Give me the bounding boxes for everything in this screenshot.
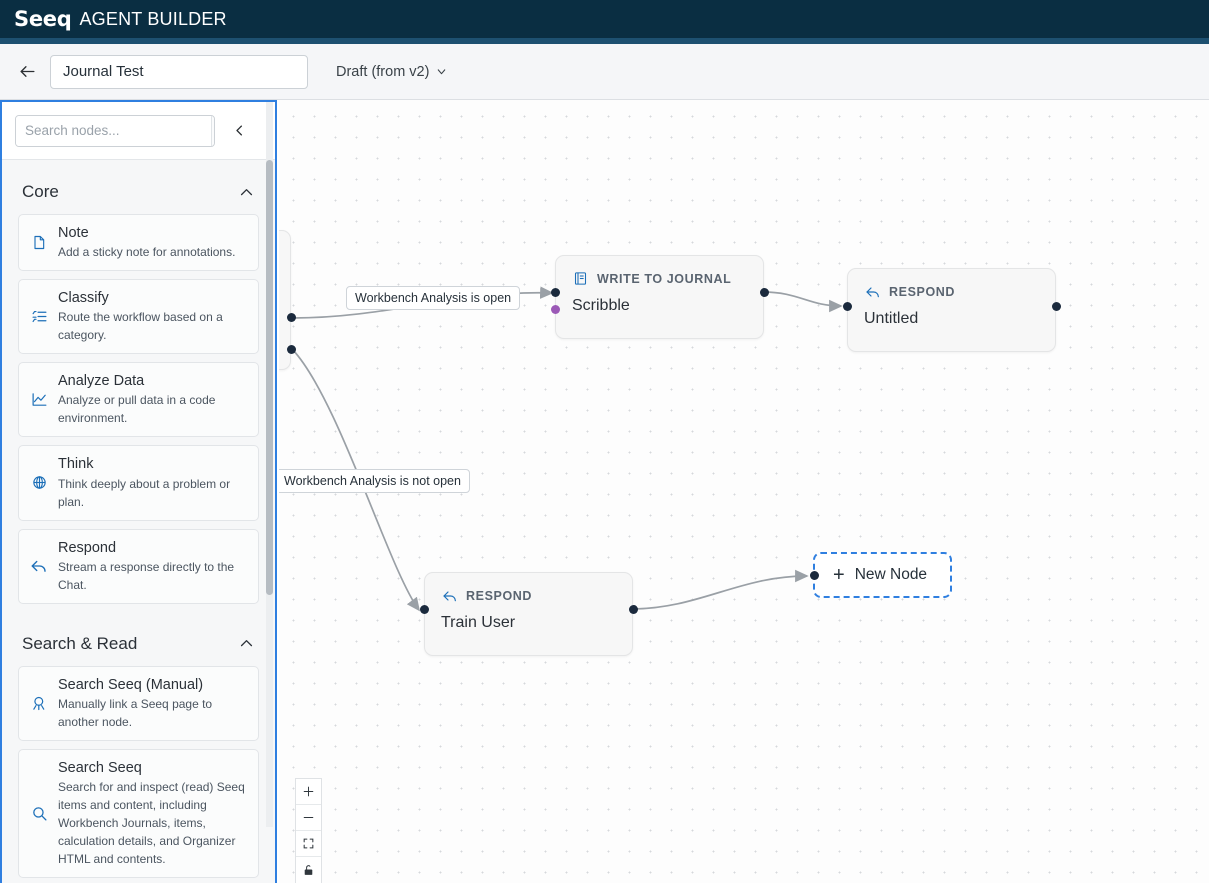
brain-globe-icon (29, 473, 49, 493)
journal-icon (572, 270, 589, 287)
palette-item-think[interactable]: Think Think deeply about a problem or pl… (18, 445, 259, 521)
port-respond-untitled-out[interactable] (1052, 302, 1061, 311)
chevron-up-icon[interactable] (238, 184, 255, 201)
node-header: WRITE TO JOURNAL (556, 256, 763, 287)
manual-link-icon (29, 693, 49, 713)
port-upstream-out-open[interactable] (287, 313, 296, 322)
palette-item-desc: Think deeply about a problem or plan. (58, 476, 231, 509)
palette-item-search-seeq-manual[interactable]: Search Seeq (Manual) Manually link a See… (18, 665, 259, 741)
edge-train-to-newnode (630, 569, 809, 610)
port-upstream-out-not-open[interactable] (287, 345, 296, 354)
port-write-journal-scribble[interactable] (551, 305, 560, 314)
flow-node-write-to-journal[interactable]: WRITE TO JOURNAL Scribble (555, 255, 764, 339)
new-node-placeholder[interactable]: + New Node (813, 552, 952, 598)
node-title-label: Train User (441, 614, 516, 631)
palette-item-desc: Route the workflow based on a category. (58, 310, 223, 343)
palette-item-analyze-data[interactable]: Analyze Data Analyze or pull data in a c… (18, 362, 259, 438)
plus-icon (303, 786, 314, 797)
app-title: AGENT BUILDER (79, 8, 227, 29)
palette-item-note[interactable]: Note Add a sticky note for annotations. (18, 214, 259, 272)
node-kind-label: RESPOND (466, 588, 533, 603)
palette-item-search-seeq[interactable]: Search Seeq Search for and inspect (read… (18, 748, 259, 878)
search-input[interactable] (16, 115, 211, 146)
palette-item-classify[interactable]: Classify Route the workflow based on a c… (18, 279, 259, 355)
search-field-wrapper (15, 114, 215, 147)
palette-scrollbar-thumb[interactable] (266, 160, 273, 595)
back-button[interactable] (10, 55, 44, 89)
brand-accent-strip (0, 38, 1209, 44)
palette-item-desc: Search for and inspect (read) Seeq items… (58, 779, 245, 866)
search-icon (29, 803, 49, 823)
plus-icon: + (833, 564, 845, 586)
fit-view-icon (303, 838, 314, 849)
node-title-label: Untitled (864, 310, 919, 327)
palette-item-title: Classify (58, 290, 109, 307)
palette-group-core[interactable]: Core (18, 160, 259, 214)
port-train-user-in[interactable] (420, 605, 429, 614)
palette-item-desc: Stream a response directly to the Chat. (58, 559, 235, 592)
zoom-out-button[interactable] (296, 805, 321, 831)
port-write-journal-in[interactable] (551, 288, 560, 297)
palette-item-title: Respond (58, 539, 117, 556)
port-respond-untitled-in[interactable] (843, 302, 852, 311)
search-button[interactable] (211, 115, 214, 146)
brand-bar: Seeq AGENT BUILDER (0, 0, 1209, 38)
lock-icon (304, 865, 313, 875)
reply-arrow-icon (29, 556, 49, 576)
chart-line-icon (29, 390, 49, 410)
edge-journal-to-respond (762, 291, 843, 313)
palette-search-row (2, 102, 275, 160)
palette-group-search-read[interactable]: Search & Read (18, 612, 259, 666)
palette-item-title: Search Seeq (58, 759, 142, 776)
node-title-label: Scribble (572, 297, 630, 314)
palette-item-respond[interactable]: Respond Stream a response directly to th… (18, 528, 259, 604)
toolbar: Draft (from v2) (0, 44, 1209, 100)
port-new-node-in[interactable] (810, 571, 819, 580)
minus-icon (303, 817, 314, 818)
edge-label-analysis-open[interactable]: Workbench Analysis is open (346, 286, 521, 310)
palette-item-desc: Manually link a Seeq page to another nod… (58, 696, 213, 729)
node-header: RESPOND (425, 573, 632, 604)
palette-scroll-area[interactable]: Core Note Add a sticky note for annotati… (2, 160, 275, 883)
arrow-left-icon (19, 66, 35, 77)
palette-item-title: Search Seeq (Manual) (58, 676, 204, 693)
list-ordered-icon (29, 307, 49, 327)
new-node-label: New Node (854, 566, 928, 583)
reply-arrow-icon (864, 283, 881, 300)
zoom-in-button[interactable] (296, 779, 321, 805)
version-dropdown[interactable]: Draft (from v2) (330, 60, 454, 84)
reply-arrow-icon (441, 587, 458, 604)
version-label: Draft (from v2) (336, 63, 430, 80)
flow-node-respond-train-user[interactable]: RESPOND Train User (424, 572, 633, 656)
canvas-zoom-controls (295, 778, 322, 883)
port-train-user-out[interactable] (629, 605, 638, 614)
group-title: Search & Read (22, 633, 138, 653)
flow-canvas[interactable]: WRITE TO JOURNAL Scribble RESPOND Untitl… (279, 100, 1209, 883)
palette-item-title: Think (58, 456, 94, 473)
node-kind-label: WRITE TO JOURNAL (597, 271, 732, 286)
node-kind-label: RESPOND (889, 284, 956, 299)
file-icon (29, 233, 49, 253)
chevron-down-icon (438, 69, 446, 75)
agent-name-input[interactable] (50, 54, 308, 89)
chevron-up-icon[interactable] (238, 635, 255, 652)
port-write-journal-out[interactable] (760, 288, 769, 297)
palette-item-desc: Analyze or pull data in a code environme… (58, 393, 216, 426)
collapse-panel-button[interactable] (223, 115, 255, 147)
node-palette-panel: Core Note Add a sticky note for annotati… (0, 100, 277, 883)
flow-node-respond-untitled[interactable]: RESPOND Untitled (847, 268, 1056, 352)
chevron-left-icon (235, 125, 242, 136)
seeq-logo: Seeq (14, 6, 72, 31)
palette-item-title: Note (58, 225, 89, 241)
fit-view-button[interactable] (296, 831, 321, 857)
group-title: Core (22, 182, 59, 201)
edge-label-analysis-not-open[interactable]: Workbench Analysis is not open (279, 469, 470, 493)
lock-toggle-button[interactable] (296, 857, 321, 883)
node-header: RESPOND (848, 269, 1055, 300)
palette-item-desc: Add a sticky note for annotations. (58, 245, 236, 260)
palette-item-title: Analyze Data (58, 373, 145, 390)
